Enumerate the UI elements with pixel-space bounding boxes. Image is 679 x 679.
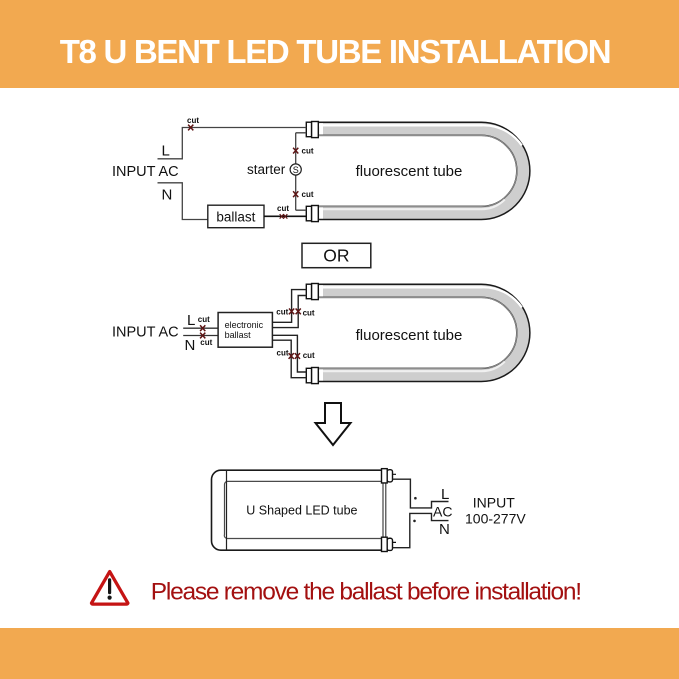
svg-text:cut: cut bbox=[302, 190, 314, 199]
svg-text:L: L bbox=[187, 312, 195, 329]
svg-text:cut: cut bbox=[302, 147, 314, 156]
svg-text:Please remove the ballast befo: Please remove the ballast before install… bbox=[151, 579, 581, 606]
svg-text:starter: starter bbox=[247, 162, 289, 177]
svg-text:cut: cut bbox=[198, 315, 210, 324]
svg-text:electronic: electronic bbox=[225, 320, 264, 330]
svg-text:cut: cut bbox=[277, 204, 289, 213]
svg-text:cut: cut bbox=[200, 338, 212, 347]
svg-text:S: S bbox=[293, 165, 299, 175]
svg-text:cut: cut bbox=[303, 351, 315, 360]
svg-text:N: N bbox=[185, 337, 196, 354]
svg-text:INPUT AC: INPUT AC bbox=[112, 164, 179, 180]
svg-text:100-277V: 100-277V bbox=[465, 510, 526, 526]
svg-text:N: N bbox=[439, 521, 450, 538]
svg-text:L: L bbox=[162, 143, 170, 160]
svg-text:U Shaped LED tube: U Shaped LED tube bbox=[246, 504, 357, 518]
svg-text:fluorescent tube: fluorescent tube bbox=[356, 327, 463, 344]
svg-text:cut: cut bbox=[277, 349, 289, 358]
svg-text:ballast: ballast bbox=[216, 209, 255, 224]
svg-text:cut: cut bbox=[303, 308, 315, 317]
svg-text:INPUT: INPUT bbox=[473, 494, 515, 510]
svg-text:OR: OR bbox=[323, 246, 349, 266]
svg-text:L: L bbox=[441, 486, 449, 503]
svg-text:AC: AC bbox=[433, 503, 452, 519]
svg-text:cut: cut bbox=[276, 307, 288, 316]
svg-text:ballast: ballast bbox=[225, 330, 252, 340]
svg-text:INPUT AC: INPUT AC bbox=[112, 324, 179, 340]
svg-text:cut: cut bbox=[187, 116, 199, 125]
svg-text:N: N bbox=[162, 187, 173, 204]
svg-text:fluorescent tube: fluorescent tube bbox=[356, 163, 463, 180]
